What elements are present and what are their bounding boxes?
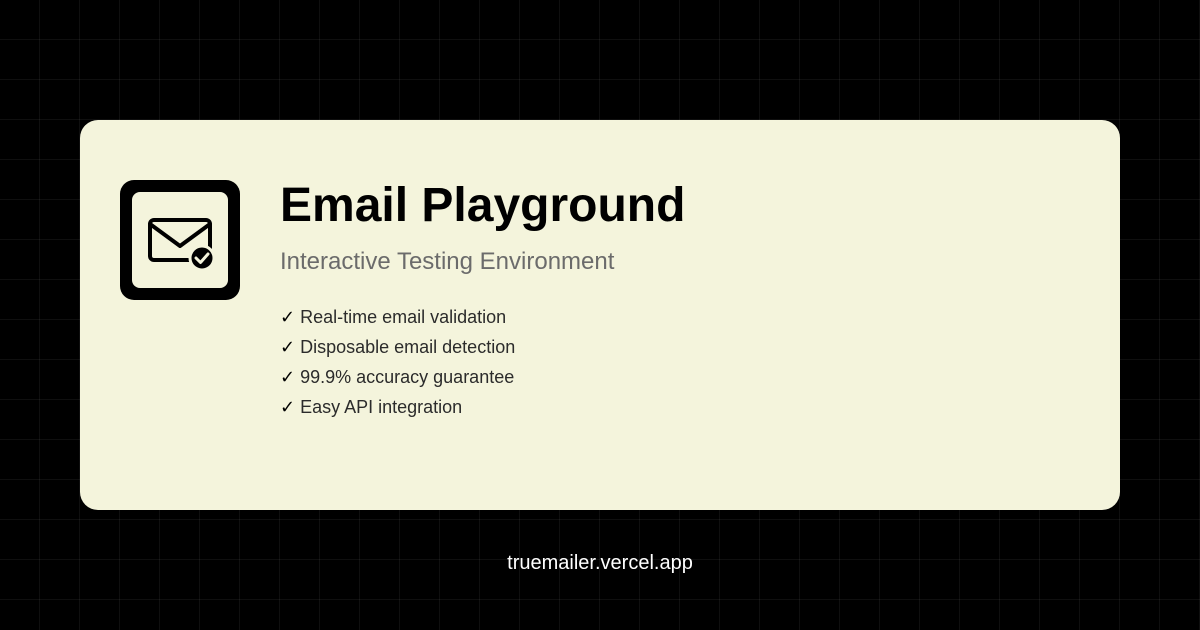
page-subtitle: Interactive Testing Environment bbox=[280, 248, 615, 275]
envelope-check-icon bbox=[148, 218, 216, 272]
checkmark-icon: ✓ bbox=[280, 397, 296, 417]
checkmark-icon: ✓ bbox=[280, 367, 296, 387]
app-logo bbox=[120, 180, 240, 300]
feature-label: 99.9% accuracy guarantee bbox=[300, 367, 515, 387]
feature-item: ✓Easy API integration bbox=[280, 392, 515, 422]
page-title: Email Playground bbox=[280, 179, 686, 232]
feature-list: ✓Real-time email validation ✓Disposable … bbox=[280, 302, 515, 422]
feature-label: Disposable email detection bbox=[300, 337, 516, 357]
feature-label: Real-time email validation bbox=[300, 307, 507, 327]
checkmark-icon: ✓ bbox=[280, 337, 296, 357]
feature-item: ✓Disposable email detection bbox=[280, 332, 515, 362]
feature-item: ✓99.9% accuracy guarantee bbox=[280, 362, 515, 392]
feature-label: Easy API integration bbox=[300, 397, 463, 417]
feature-item: ✓Real-time email validation bbox=[280, 302, 515, 332]
site-url: truemailer.vercel.app bbox=[507, 552, 693, 574]
logo-inner bbox=[132, 192, 228, 288]
preview-card: Email Playground Interactive Testing Env… bbox=[80, 120, 1120, 510]
checkmark-icon: ✓ bbox=[280, 307, 296, 327]
